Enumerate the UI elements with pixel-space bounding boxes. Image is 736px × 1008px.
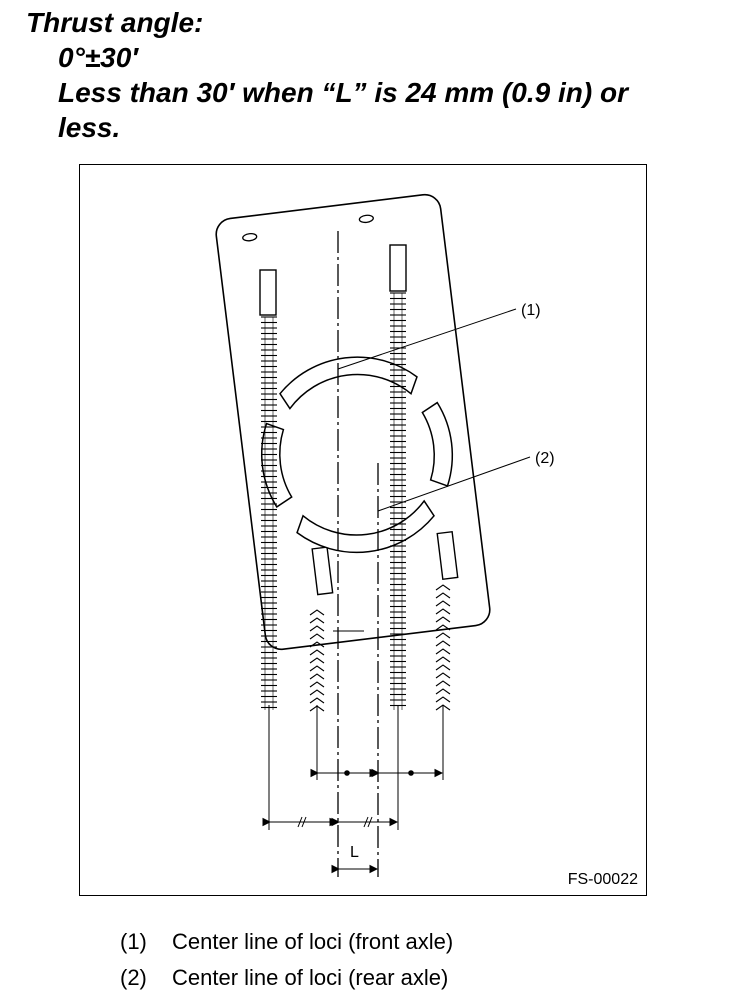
figure-id: FS-00022 <box>567 871 638 888</box>
legend-item-2-text: Center line of loci (rear axle) <box>172 965 449 990</box>
offset-L-label: L <box>350 844 359 861</box>
plate-outline <box>215 193 491 651</box>
front-track-dimension <box>262 816 399 828</box>
thrust-angle-diagram: L (1) (2) FS-00022 <box>79 164 647 896</box>
turntable-segment-top <box>279 356 418 410</box>
legend-item-2: (2) Center line of loci (rear axle) <box>120 960 453 996</box>
rear-track-dimension <box>310 768 444 778</box>
plate-slot-upper-left <box>259 269 277 316</box>
plate-slot-lower-left <box>311 546 334 596</box>
turntable-segment-right <box>421 401 454 487</box>
rear-right-wheel-locus <box>435 584 451 711</box>
legend-item-1: (1) Center line of loci (front axle) <box>120 924 453 960</box>
spec-header: Thrust angle: 0°±30′ Less than 30′ when … <box>26 6 726 145</box>
legend-item-1-number: (1) <box>120 929 147 954</box>
front-right-wheel-locus <box>390 292 406 710</box>
plate-slot-upper-right <box>389 244 407 292</box>
front-left-wheel-locus <box>261 316 277 710</box>
alignment-plate <box>215 193 491 651</box>
spec-title: Thrust angle: <box>26 7 204 38</box>
rear-left-wheel-locus <box>309 609 325 712</box>
plate-slot-lower-right <box>436 530 459 581</box>
legend: (1) Center line of loci (front axle) (2) C… <box>120 924 453 996</box>
callout-1-label: (1) <box>521 302 541 319</box>
spec-value: 0°±30′ <box>58 42 138 73</box>
legend-item-2-number: (2) <box>120 965 147 990</box>
mounting-hole-left <box>242 232 258 242</box>
callout-2-label: (2) <box>535 450 555 467</box>
callout-2-leader <box>377 456 531 512</box>
legend-item-1-text: Center line of loci (front axle) <box>172 929 454 954</box>
diagram-drawing: L (1) (2) <box>215 193 555 877</box>
spec-condition-line1: Less than 30′ when “L” is 24 mm (0.9 in)… <box>58 77 628 108</box>
mounting-hole-right <box>358 214 374 224</box>
spec-condition-line2: less. <box>58 112 121 143</box>
callout-1-leader <box>337 308 517 370</box>
